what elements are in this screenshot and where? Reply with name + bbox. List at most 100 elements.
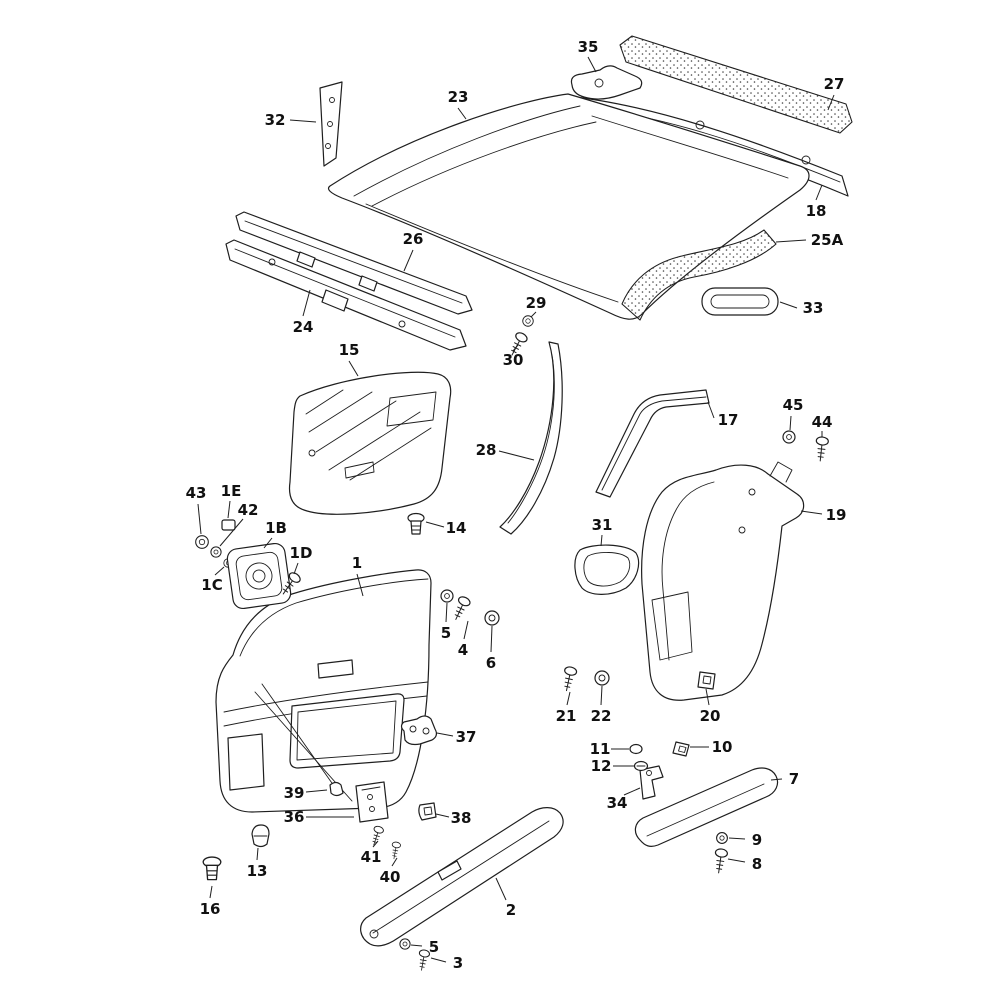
- artwork-layer: [195, 35, 853, 972]
- callout-leader-5: [445, 602, 448, 623]
- callout-leader-1: [356, 573, 364, 597]
- part-number-label-21: 21: [556, 707, 577, 725]
- part-number-label-18: 18: [806, 202, 827, 220]
- part-24-rail-strip-lower: [225, 239, 467, 351]
- part-42-washer: [210, 546, 222, 558]
- part-16-push-pin: [202, 856, 222, 881]
- part-number-label-11: 11: [590, 740, 611, 758]
- callout-leader-14: [425, 521, 445, 528]
- callout-leader-22: [600, 685, 603, 706]
- part-45-washer: [782, 430, 796, 444]
- part-number-label-10: 10: [712, 738, 733, 756]
- part-1e-clip: [221, 519, 236, 531]
- part-29-clip: [522, 315, 534, 327]
- part-number-label-27: 27: [824, 75, 845, 93]
- part-28-pillar-trim: [499, 341, 563, 535]
- part-20-clip: [697, 671, 716, 690]
- callout-leader-5: [410, 944, 423, 947]
- callout-leader-40: [391, 857, 398, 867]
- part-14-push-pin: [407, 512, 425, 535]
- callout-leader-27: [827, 94, 835, 111]
- part-number-label-28: 28: [476, 441, 497, 459]
- part-5b-washer: [399, 938, 411, 950]
- part-10-clip: [672, 741, 690, 757]
- part-number-label-7: 7: [789, 770, 799, 788]
- callout-leader-4: [463, 620, 469, 640]
- part-number-label-4: 4: [458, 641, 468, 659]
- part-number-label-1E: 1E: [221, 482, 242, 500]
- part-number-label-39: 39: [284, 784, 305, 802]
- callout-leader-34: [623, 787, 641, 796]
- callout-leader-19: [800, 510, 823, 515]
- part-37-bracket: [400, 715, 438, 746]
- callout-leader-18: [815, 184, 823, 201]
- part-number-label-43: 43: [186, 484, 207, 502]
- part-21-screw: [559, 665, 578, 693]
- part-number-label-3: 3: [453, 954, 463, 972]
- part-number-label-15: 15: [339, 341, 360, 359]
- part-number-label-33: 33: [803, 299, 824, 317]
- part-number-label-20: 20: [700, 707, 721, 725]
- part-22-grommet: [594, 670, 610, 686]
- callout-leader-24: [302, 289, 311, 317]
- part-number-label-5: 5: [429, 938, 439, 956]
- part-number-label-23: 23: [448, 88, 469, 106]
- callout-leader-43: [197, 503, 202, 535]
- part-number-label-1B: 1B: [265, 519, 287, 537]
- part-number-label-40: 40: [380, 868, 401, 886]
- part-19-quarter-trim-panel: [641, 461, 805, 701]
- callout-leader-41: [372, 840, 379, 848]
- part-number-label-26: 26: [403, 230, 424, 248]
- callout-leader-35: [587, 56, 597, 73]
- part-4-screw: [449, 594, 472, 623]
- part-17-window-frame-seal: [595, 389, 710, 498]
- part-number-label-9: 9: [752, 831, 762, 849]
- part-number-label-41: 41: [361, 848, 382, 866]
- callout-leader-1B: [263, 537, 273, 549]
- part-34-bracket: [639, 765, 664, 800]
- callout-leader-1C: [214, 566, 225, 576]
- part-number-label-36: 36: [284, 808, 305, 826]
- callout-leader-21: [566, 691, 571, 706]
- part-39-clip: [329, 781, 344, 797]
- part-36-mounting-plate: [355, 781, 389, 823]
- part-27-roof-seal-strip: [619, 35, 853, 134]
- part-number-label-1D: 1D: [290, 544, 313, 562]
- callout-leader-7: [770, 778, 783, 781]
- callout-leader-1E: [227, 500, 231, 519]
- callout-leader-32: [289, 119, 317, 123]
- callout-leader-17: [707, 401, 715, 419]
- part-number-label-34: 34: [607, 794, 628, 812]
- callout-leader-13: [256, 847, 259, 861]
- part-number-label-25A: 25A: [811, 231, 844, 249]
- callout-leader-26: [403, 249, 414, 272]
- part-8-screw: [712, 847, 729, 875]
- part-25a-rear-header-trim: [621, 229, 777, 321]
- part-number-label-1: 1: [352, 554, 362, 572]
- part-number-label-22: 22: [591, 707, 612, 725]
- part-number-label-45: 45: [783, 396, 804, 414]
- part-38-clip: [418, 802, 437, 821]
- part-15-window-glass: [288, 371, 452, 515]
- part-number-label-32: 32: [265, 111, 286, 129]
- callout-leader-28: [498, 450, 535, 461]
- callout-leader-29: [530, 311, 537, 318]
- callout-leader-39: [305, 789, 328, 793]
- part-number-label-16: 16: [200, 900, 221, 918]
- callout-leader-3: [430, 957, 447, 963]
- part-43-grommet: [195, 535, 209, 549]
- part-number-label-35: 35: [578, 38, 599, 56]
- callout-leader-30: [512, 344, 519, 352]
- part-26-rail-strip-upper: [235, 211, 473, 315]
- part-number-label-44: 44: [812, 413, 833, 431]
- part-40-screw: [389, 841, 402, 860]
- part-number-label-1C: 1C: [201, 576, 222, 594]
- part-number-label-38: 38: [451, 809, 472, 827]
- part-1b-speaker-frame: [226, 542, 292, 610]
- part-number-label-42: 42: [238, 501, 259, 519]
- part-number-label-30: 30: [503, 351, 524, 369]
- part-number-label-14: 14: [446, 519, 467, 537]
